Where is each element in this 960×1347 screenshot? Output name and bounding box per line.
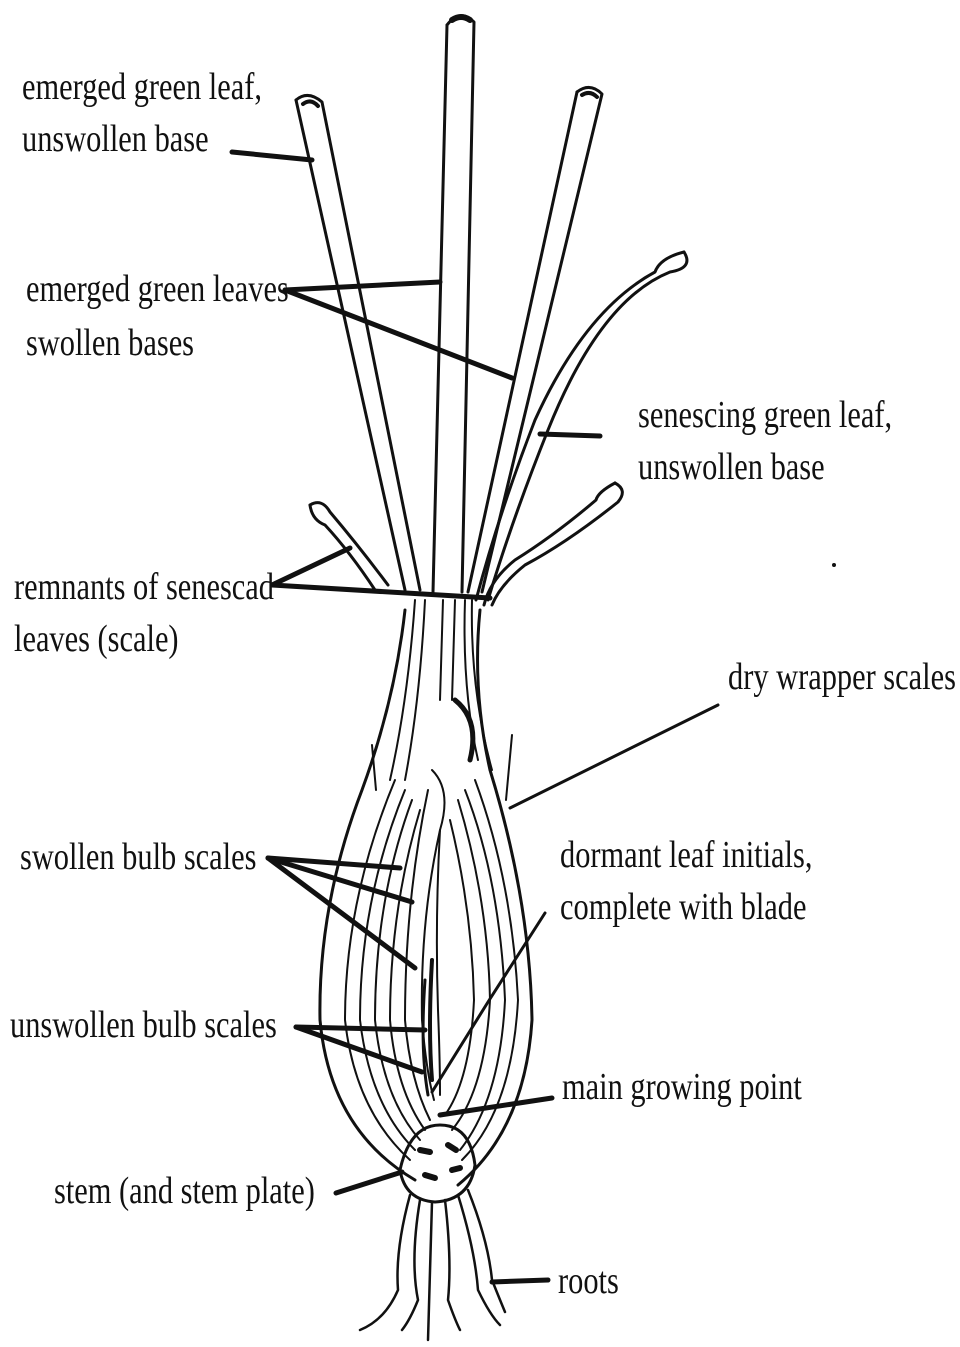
label-emerged-swollen-line2: swollen bases — [26, 318, 194, 368]
roots — [360, 1190, 505, 1340]
leader-dormant — [432, 913, 545, 1092]
leader-unswollen-2 — [296, 1027, 422, 1072]
label-dry-wrapper: dry wrapper scales — [728, 652, 956, 702]
leader-emerged-swollen-1 — [285, 282, 440, 290]
leader-swollen-3 — [268, 858, 415, 968]
label-roots: roots — [558, 1256, 619, 1306]
leader-remnants-2 — [272, 585, 490, 598]
leader-lines — [232, 152, 718, 1282]
label-senescing-line1: senescing green leaf, — [638, 390, 892, 440]
label-remnants-line1: remnants of senescad — [14, 562, 274, 612]
leader-senescing — [540, 434, 600, 436]
label-emerged-swollen-line1: emerged green leaves — [26, 264, 289, 314]
stem-plate — [400, 1125, 475, 1202]
label-emerged-unswollen-line1: emerged green leaf, — [22, 62, 262, 112]
neck-lines — [390, 600, 492, 780]
central-leaf — [433, 16, 474, 592]
leader-stem — [336, 1172, 402, 1193]
leader-emerged-swollen-2 — [285, 290, 512, 378]
label-unswollen-bulb-scales: unswollen bulb scales — [10, 1000, 277, 1050]
leader-growing-point — [440, 1098, 552, 1115]
leader-dry-wrapper — [510, 705, 718, 808]
leader-unswollen-1 — [296, 1027, 425, 1030]
leader-emerged-unswollen — [232, 152, 312, 160]
leader-remnants-1 — [272, 548, 350, 585]
label-main-growing-point: main growing point — [562, 1062, 802, 1112]
speck — [832, 563, 836, 567]
label-senescing-line2: unswollen base — [638, 442, 825, 492]
label-dormant-line2: complete with blade — [560, 882, 807, 932]
label-swollen-bulb-scales: swollen bulb scales — [20, 832, 256, 882]
leader-roots — [492, 1280, 548, 1282]
label-stem: stem (and stem plate) — [54, 1166, 315, 1216]
bulb-scales — [345, 770, 518, 1160]
label-dormant-line1: dormant leaf initials, — [560, 830, 812, 880]
label-emerged-unswollen-line2: unswollen base — [22, 114, 209, 164]
label-remnants-line2: leaves (scale) — [14, 614, 179, 664]
